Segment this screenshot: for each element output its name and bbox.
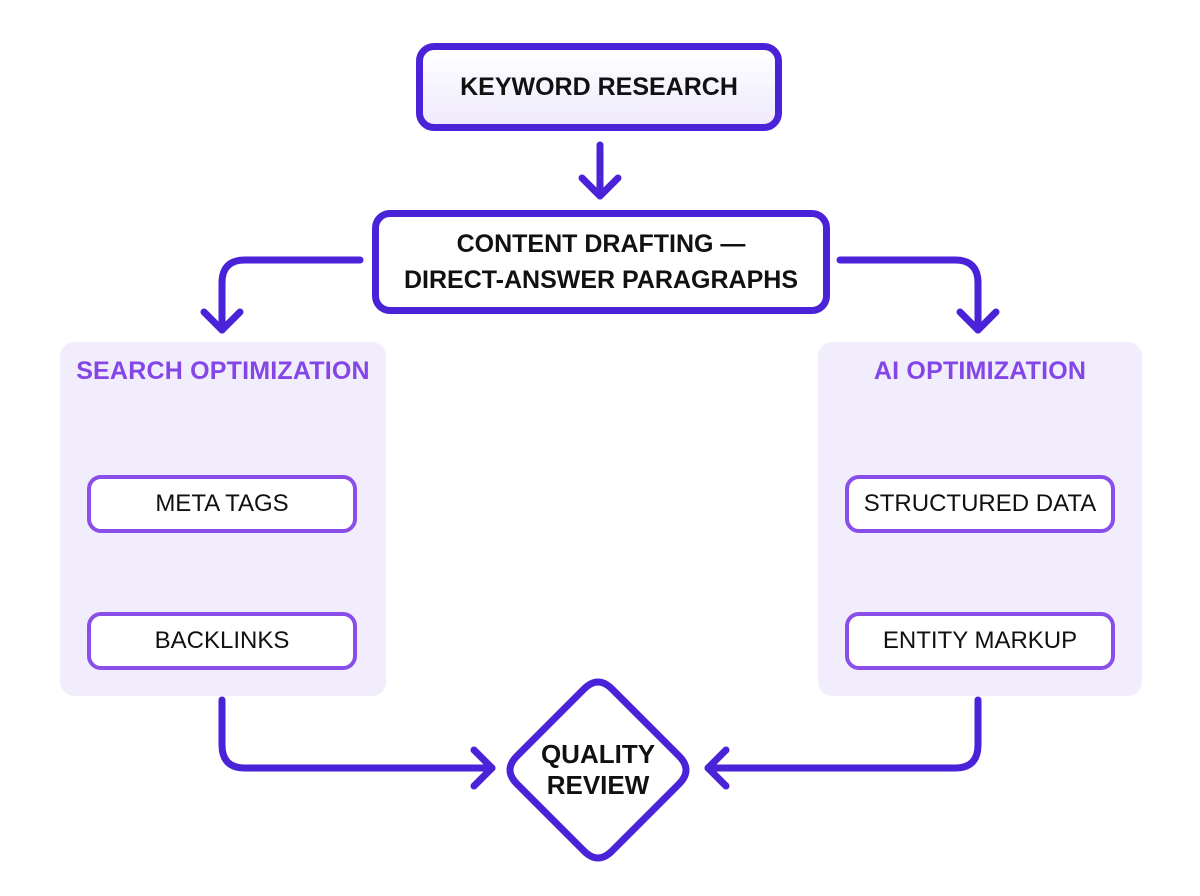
content-drafting-node: CONTENT DRAFTING — DIRECT-ANSWER PARAGRA… <box>372 210 830 314</box>
search-optimization-title: SEARCH OPTIMIZATION <box>76 357 370 385</box>
content-drafting-label-line2: DIRECT-ANSWER PARAGRAPHS <box>404 266 798 294</box>
quality-review-diamond <box>506 678 690 862</box>
entity-markup-node: ENTITY MARKUP <box>845 612 1115 670</box>
keyword-research-label: KEYWORD RESEARCH <box>460 72 738 101</box>
backlinks-label: BACKLINKS <box>154 627 290 654</box>
arrow-keyword-to-drafting <box>578 141 622 200</box>
meta-tags-label: META TAGS <box>155 490 289 517</box>
backlinks-node: BACKLINKS <box>87 612 357 670</box>
arrow-ai-to-review <box>704 696 982 790</box>
structured-data-node: STRUCTURED DATA <box>845 475 1115 533</box>
quality-review-node: QUALITY REVIEW <box>502 674 694 866</box>
keyword-research-node: KEYWORD RESEARCH <box>416 43 782 131</box>
content-drafting-label-line1: CONTENT DRAFTING — <box>456 229 746 258</box>
ai-optimization-title: AI OPTIMIZATION <box>873 357 1087 385</box>
arrow-drafting-to-search <box>200 256 364 334</box>
arrow-drafting-to-ai <box>836 256 1000 334</box>
quality-review-label-line1: QUALITY <box>540 738 656 769</box>
quality-review-label-line2: REVIEW <box>546 770 650 800</box>
structured-data-label: STRUCTURED DATA <box>863 490 1097 517</box>
entity-markup-label: ENTITY MARKUP <box>882 627 1078 654</box>
arrow-search-to-review <box>218 696 496 790</box>
meta-tags-node: META TAGS <box>87 475 357 533</box>
